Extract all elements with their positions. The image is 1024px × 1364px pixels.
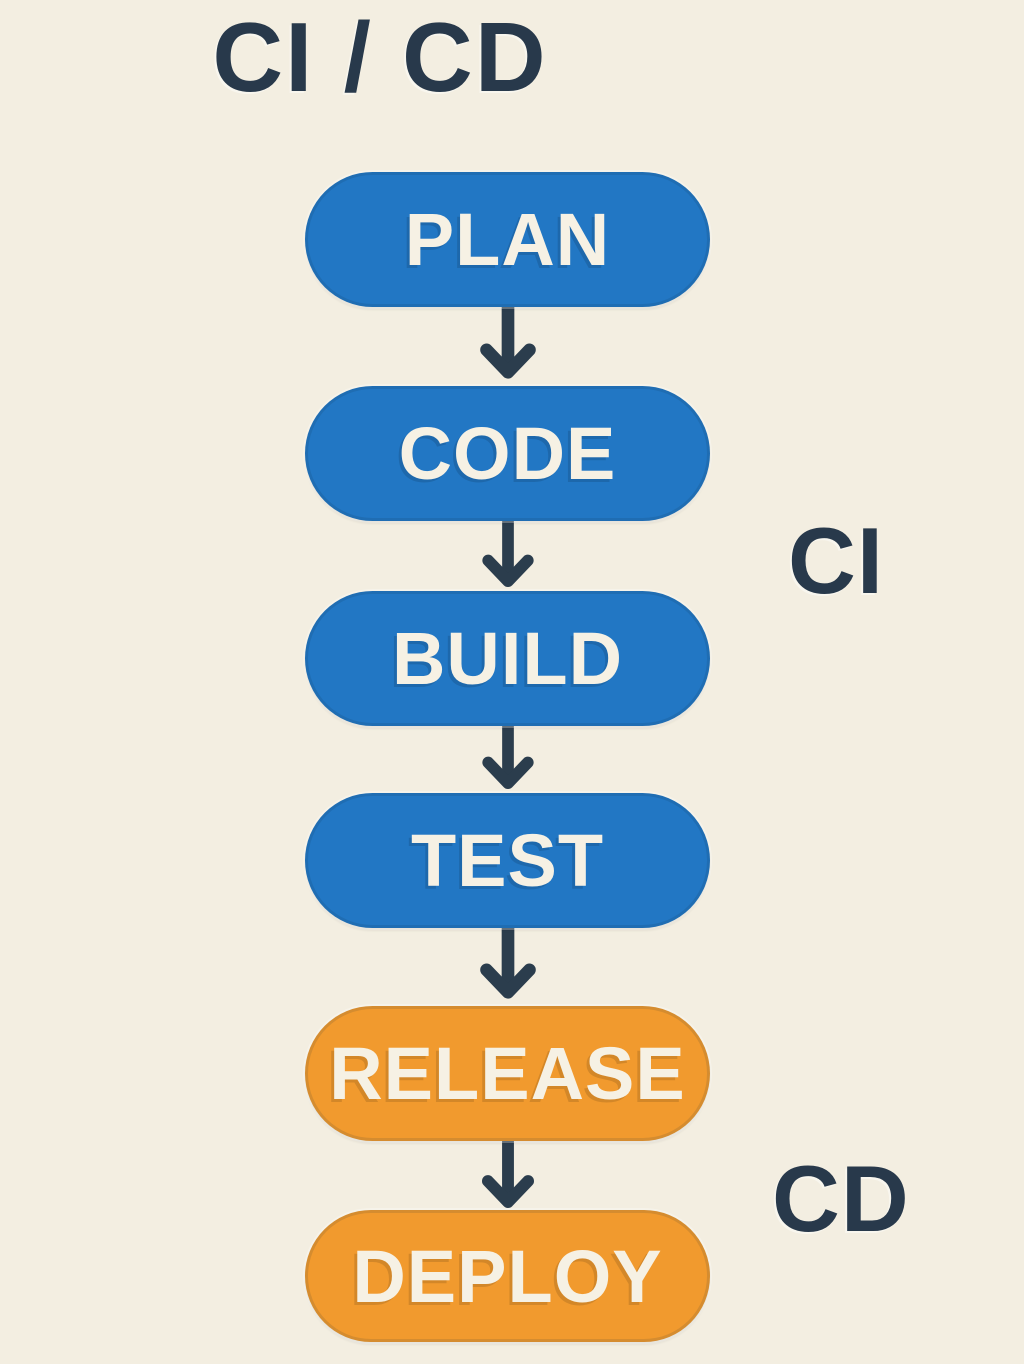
cd-label: CD bbox=[772, 1146, 910, 1251]
flow-node-build: BUILD bbox=[305, 591, 710, 726]
flow-node-test: TEST bbox=[305, 793, 710, 928]
flow-node-code-label: CODE bbox=[398, 412, 617, 495]
flow-node-test-label: TEST bbox=[410, 819, 605, 902]
flow-node-deploy-label: DEPLOY bbox=[352, 1234, 663, 1318]
arrow-down-icon bbox=[481, 1140, 535, 1208]
flow-node-build-label: BUILD bbox=[391, 617, 624, 700]
flow-node-plan: PLAN bbox=[305, 172, 710, 307]
arrow-down-icon bbox=[482, 520, 534, 588]
arrow-down-icon bbox=[480, 306, 536, 379]
flow-node-code: CODE bbox=[305, 386, 710, 521]
flow-node-release: RELEASE bbox=[305, 1006, 710, 1141]
flow-node-plan-label: PLAN bbox=[404, 198, 611, 281]
flow-node-release-label: RELEASE bbox=[329, 1032, 686, 1115]
ci-label: CI bbox=[788, 508, 884, 613]
flow-node-deploy: DEPLOY bbox=[305, 1210, 710, 1342]
arrow-down-icon bbox=[482, 722, 534, 790]
arrow-down-icon bbox=[480, 926, 536, 999]
page-title: CI / CD bbox=[212, 2, 548, 112]
